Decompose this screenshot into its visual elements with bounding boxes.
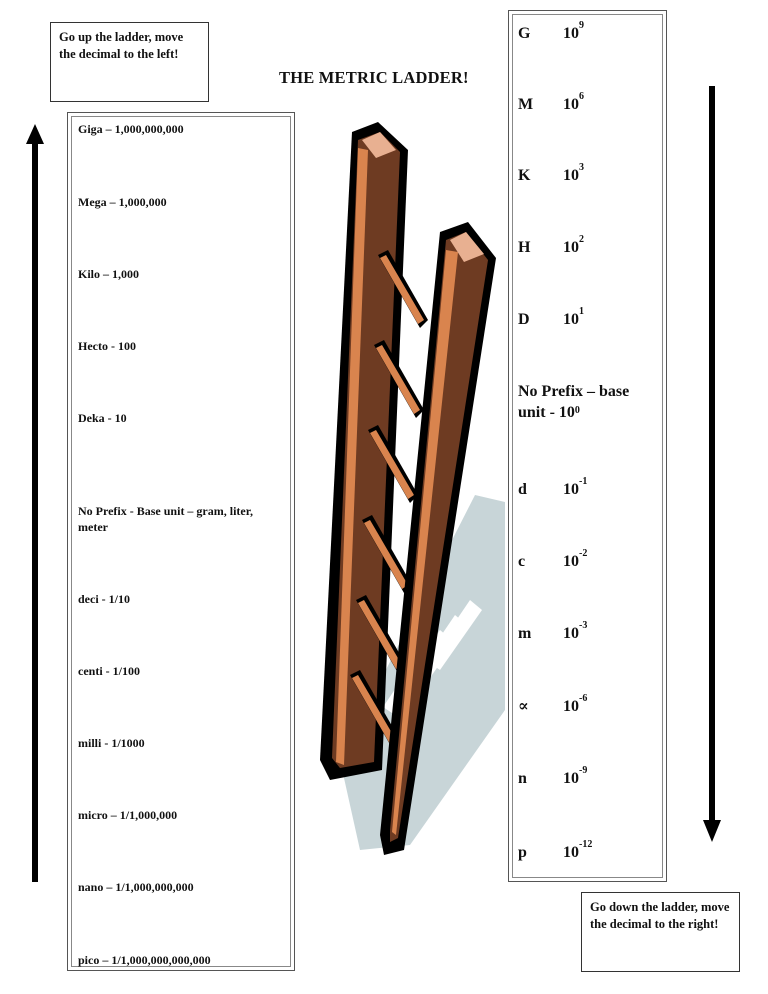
prefix-hecto: Hecto - 100 <box>78 339 136 353</box>
note-go-down-text: Go down the ladder, move the decimal to … <box>590 900 730 931</box>
note-go-down: Go down the ladder, move the decimal to … <box>581 892 740 972</box>
note-go-up-text: Go up the ladder, move the decimal to th… <box>59 30 184 61</box>
symbol: m <box>518 625 532 642</box>
prefix-centi: centi - 1/100 <box>78 664 140 678</box>
ladder-rungs <box>350 250 428 748</box>
prefix-mega: Mega – 1,000,000 <box>78 195 167 209</box>
prefix-deci: deci - 1/10 <box>78 592 130 606</box>
page-title: THE METRIC LADDER! <box>279 68 469 87</box>
power: 101 <box>563 306 584 329</box>
prefix-nano: nano – 1/1,000,000,000 <box>78 880 194 894</box>
symbol: D <box>518 311 530 328</box>
down-arrow-icon <box>703 86 721 842</box>
prefix-kilo: Kilo – 1,000 <box>78 267 140 281</box>
power: 10-9 <box>563 765 588 788</box>
power: 10-6 <box>563 693 588 716</box>
prefix-value-list <box>67 112 295 971</box>
power: 10-2 <box>563 548 588 571</box>
symbol: H <box>518 239 531 256</box>
prefix-none-base: No Prefix - Base unit – gram, liter, met… <box>78 504 253 534</box>
symbol-row-base-unit: No Prefix – base unit - 100 <box>518 383 630 421</box>
symbol: c <box>518 553 526 570</box>
prefix-giga: Giga – 1,000,000,000 <box>78 122 184 136</box>
power: 103 <box>563 162 584 185</box>
up-arrow-icon <box>26 124 44 882</box>
power: 109 <box>563 20 584 43</box>
power: 10-1 <box>563 476 588 499</box>
symbol: K <box>518 167 531 184</box>
ladder-illustration <box>320 122 505 855</box>
symbol: p <box>518 844 527 861</box>
power: 10-3 <box>563 620 588 643</box>
symbol: d <box>518 481 527 498</box>
prefix-micro: micro – 1/1,000,000 <box>78 808 178 822</box>
symbol: G <box>518 25 531 42</box>
power: 102 <box>563 234 584 257</box>
prefix-pico: pico – 1/1,000,000,000,000 <box>78 953 211 967</box>
symbol: ∝ <box>518 698 529 715</box>
symbol: M <box>518 96 534 113</box>
prefix-deka: Deka - 10 <box>78 411 127 425</box>
power: 106 <box>563 91 584 114</box>
note-go-up: Go up the ladder, move the decimal to th… <box>50 22 209 102</box>
power: 10-12 <box>563 839 593 862</box>
prefix-symbol-list <box>508 10 667 882</box>
symbol: n <box>518 770 527 787</box>
prefix-milli: milli - 1/1000 <box>78 736 145 750</box>
